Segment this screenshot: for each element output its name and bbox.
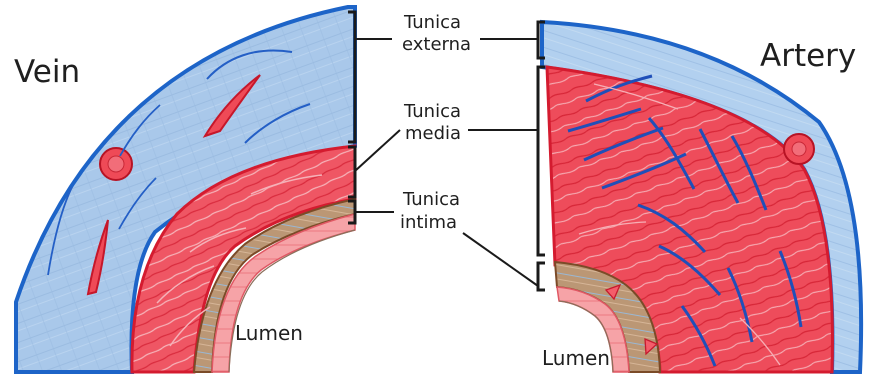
artery-tunica-media-bracket [538, 67, 545, 255]
tunica-externa-label-line1: Tunica [403, 12, 461, 33]
artery-vessel-icon-inner [792, 142, 806, 156]
tunica-intima-label-line2: intima [400, 212, 457, 233]
artery-tunica-intima-bracket [538, 263, 545, 290]
tunica-media-label-line2: media [405, 123, 461, 144]
vein-vessel-icon-inner [108, 156, 124, 172]
artery-section [542, 22, 861, 372]
vein-label: Vein [14, 54, 80, 90]
tunica-media-leader [355, 130, 400, 171]
artery-lumen-label: Lumen [542, 346, 610, 370]
tunica-media-label-line1: Tunica [403, 101, 461, 122]
tunica-intima-label-line1: Tunica [402, 189, 460, 210]
artery-label: Artery [760, 38, 856, 74]
vein-lumen-label: Lumen [235, 321, 303, 345]
tunica-intima-leader-right [463, 233, 538, 286]
tunica-externa-label-line2: externa [402, 34, 471, 55]
